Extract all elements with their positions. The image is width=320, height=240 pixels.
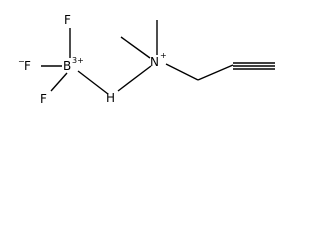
bond-n-methyl-left (120, 36, 151, 59)
atom-f-left-charge: − (18, 57, 25, 66)
bond-b-ch (77, 70, 109, 95)
atom-carbon-h: H (106, 91, 115, 105)
bond-b-f-bottom (50, 72, 68, 92)
bond-ch-n (117, 65, 152, 92)
atom-nitrogen-charge: + (160, 51, 167, 60)
structure-canvas: F − F F B 3+ H N + (18, 13, 275, 106)
bond-ch2-c (197, 64, 234, 81)
atom-f-top: F (64, 13, 71, 27)
atom-nitrogen: N (150, 55, 159, 69)
atom-f-bottom: F (40, 92, 47, 106)
atom-boron: B (63, 59, 71, 73)
atom-f-left: F (24, 59, 31, 73)
chemical-structure-diagram: F − F F B 3+ H N + (18, 13, 275, 106)
atom-boron-charge: 3+ (72, 56, 84, 65)
bond-n-ch2 (165, 63, 199, 81)
